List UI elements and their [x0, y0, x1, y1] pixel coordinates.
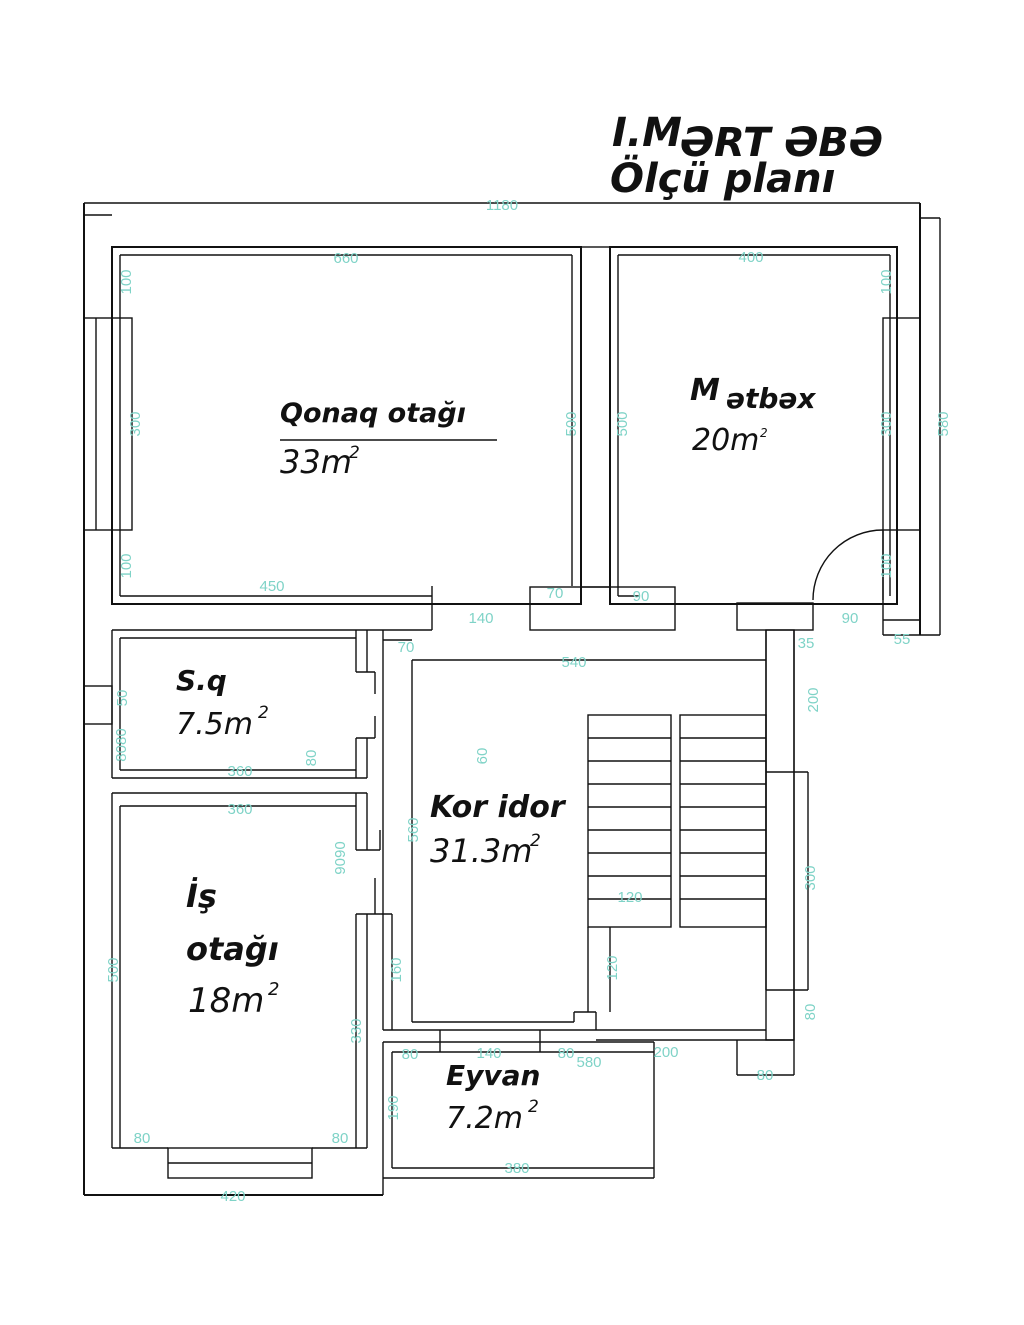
dim-80e: 80 [757, 1067, 774, 1084]
dim-380: 380 [504, 1160, 529, 1177]
title-line1-b: ƏRT ƏBƏ [680, 120, 883, 166]
dim-80g: 80 [332, 1130, 349, 1147]
dim-9090: 9090 [332, 841, 349, 874]
dim-60: 60 [474, 748, 491, 765]
dim-420: 420 [220, 1188, 245, 1205]
dim-300c: 300 [802, 865, 819, 890]
dim-580: 580 [935, 411, 952, 436]
bathroom-walls [83, 629, 432, 779]
balcony-name: Eyvan [446, 1059, 540, 1092]
title-line2: Ölçü planı [610, 154, 835, 202]
dim-80b: 80 [402, 1046, 419, 1063]
kitchen-walls [609, 246, 921, 631]
living-room-area: 33m [280, 443, 352, 481]
dim-35: 35 [798, 635, 815, 652]
office-area-sup: 2 [268, 979, 279, 1000]
kitchen-area-sup: 2 [760, 426, 768, 440]
living-room-walls [83, 246, 582, 630]
dim-80f: 80 [134, 1130, 151, 1147]
dim-80a: 80 [303, 750, 320, 767]
dim-200a: 200 [805, 687, 822, 712]
dim-190: 190 [385, 1095, 402, 1120]
balcony-area-sup: 2 [528, 1097, 539, 1117]
dim-1180: 1180 [486, 197, 518, 214]
dim-300a: 300 [127, 411, 144, 436]
balcony-area: 7.2m [446, 1101, 523, 1136]
corridor-walls [382, 629, 809, 1076]
corridor-area-sup: 2 [530, 831, 541, 851]
dim-450: 450 [259, 578, 284, 595]
office-area: 18m [188, 981, 264, 1021]
dim-330: 330 [348, 1018, 365, 1043]
dim-70a: 70 [547, 585, 564, 602]
dim-660: 660 [333, 250, 358, 267]
dim-200b: 200 [653, 1044, 678, 1061]
dim-500c: 500 [105, 957, 122, 982]
dim-100d: 100 [878, 553, 895, 578]
dim-90b: 90 [842, 610, 859, 627]
dim-120b: 120 [604, 955, 621, 980]
dim-560: 560 [405, 817, 422, 842]
partition-wall [529, 246, 676, 631]
office-name-a: İş [186, 877, 217, 915]
dim-540: 540 [561, 654, 586, 671]
dim-140a: 140 [468, 610, 493, 627]
living-room-name: Qonaq otağı [280, 398, 466, 429]
dim-100a: 100 [118, 269, 135, 294]
title-line1-a: I.M [612, 110, 682, 156]
balcony-walls [383, 1030, 655, 1179]
dim-400: 400 [738, 249, 763, 266]
dim-55: 55 [894, 631, 911, 648]
dim-80d: 80 [558, 1045, 575, 1062]
dim-500b: 500 [614, 411, 631, 436]
dim-300b: 300 [878, 411, 895, 436]
corridor-area: 31.3m [430, 832, 532, 870]
dim-580b: 580 [576, 1054, 601, 1071]
dim-360a: 360 [227, 763, 252, 780]
dim-500a: 500 [563, 411, 580, 436]
kitchen-name-a: M [690, 373, 720, 408]
room-labels: Qonaq otağı 33m 2 M ətbəx 20m 2 S.q 7.5m… [176, 373, 816, 1136]
dimension-labels: 1180 660 400 450 70 90 140 90 55 35 70 5… [134, 197, 911, 1205]
dim-160: 160 [388, 957, 405, 982]
dim-90a: 90 [633, 588, 650, 605]
dim-8080: 8080 [113, 728, 130, 761]
staircase [587, 714, 767, 1012]
dim-140b: 140 [476, 1045, 501, 1062]
dimension-labels-vertical: 100 300 100 100 300 100 580 500 500 200 … [105, 269, 952, 1120]
kitchen-name-b: ətbəx [726, 382, 816, 415]
kitchen-area: 20m [692, 423, 759, 458]
dim-50: 50 [114, 690, 131, 707]
plan-title: I.M ƏRT ƏBƏ Ölçü planı [610, 110, 883, 202]
dim-100b: 100 [118, 553, 135, 578]
corridor-name: Kor idor [430, 790, 567, 825]
office-walls [111, 792, 393, 1195]
living-room-area-sup: 2 [349, 443, 360, 463]
dim-100c: 100 [878, 269, 895, 294]
dim-120a: 120 [617, 889, 642, 906]
dim-80c: 80 [802, 1004, 819, 1021]
bathroom-name: S.q [176, 664, 227, 697]
dim-360b: 360 [227, 801, 252, 818]
bathroom-area-sup: 2 [258, 703, 269, 723]
dim-70b: 70 [398, 639, 415, 656]
office-name-b: otağı [186, 930, 279, 968]
bathroom-area: 7.5m [176, 707, 253, 742]
